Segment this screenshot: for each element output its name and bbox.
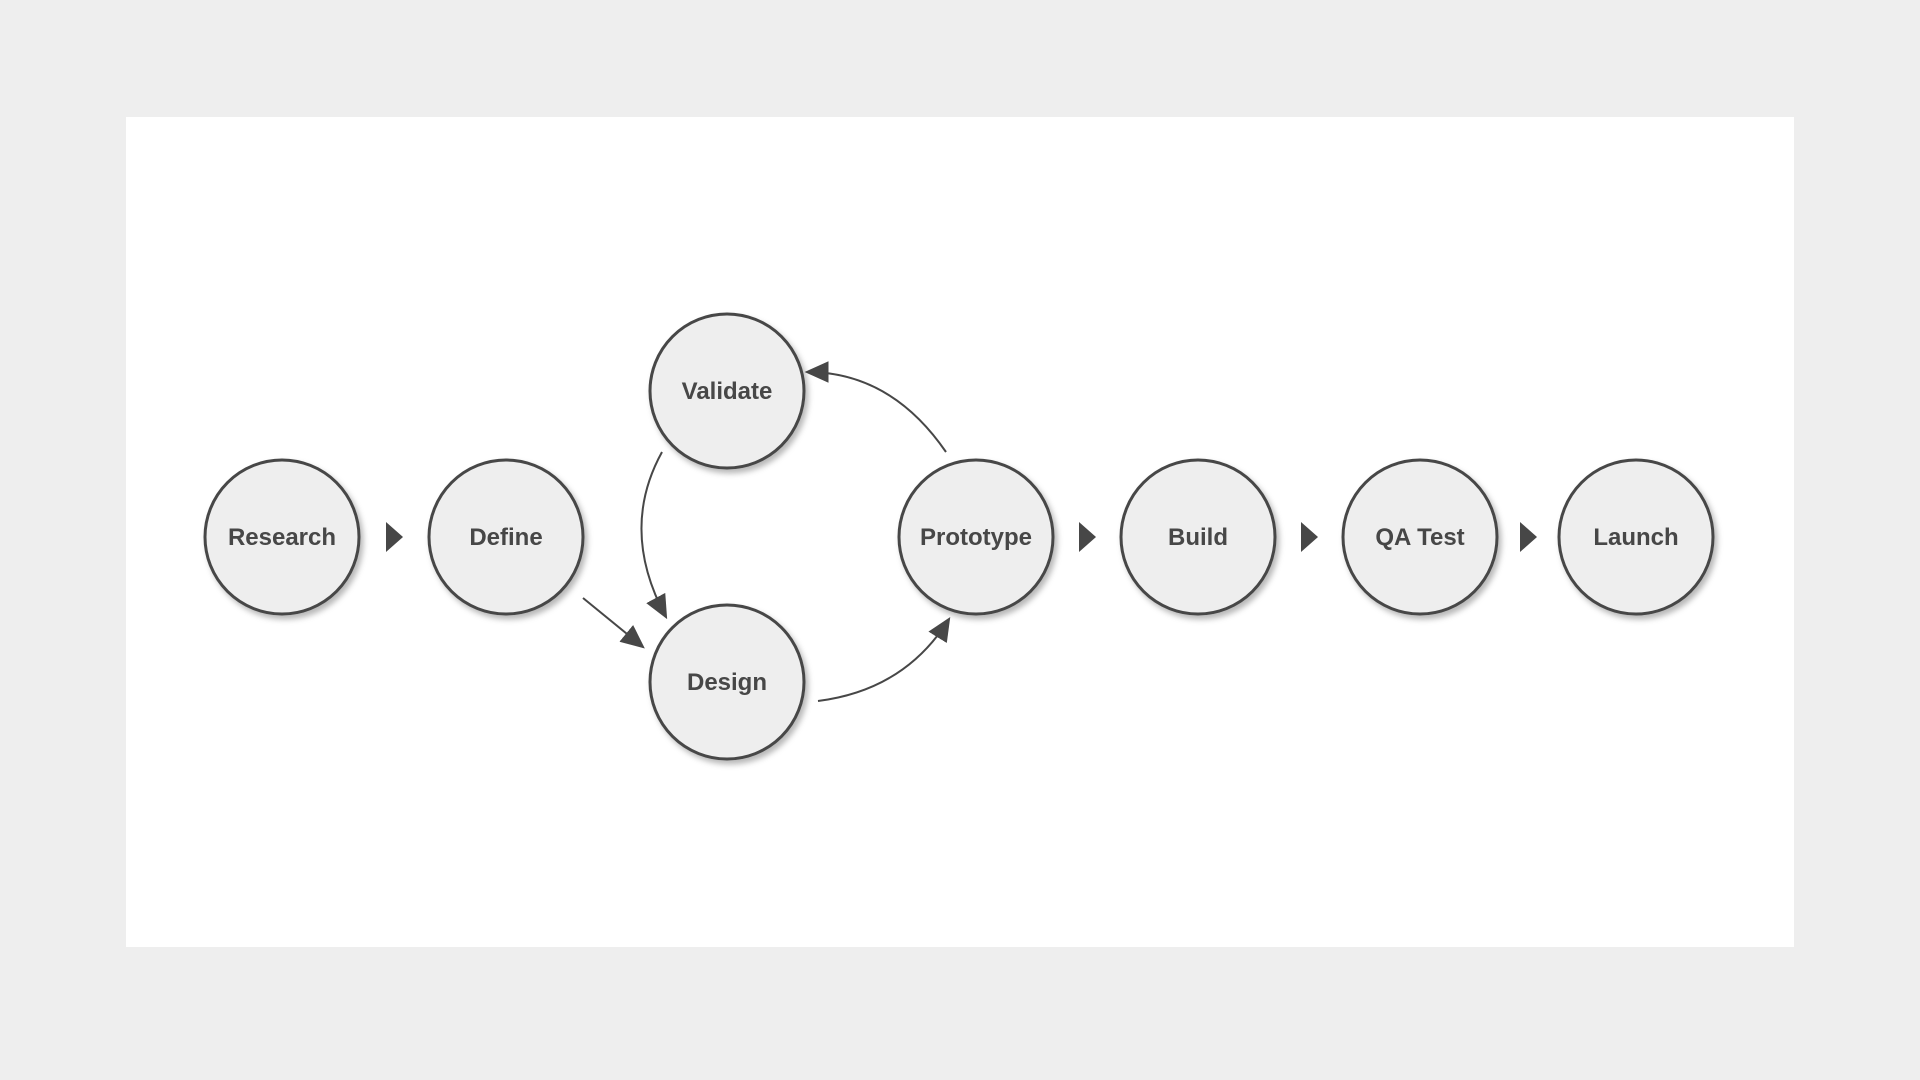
node-label-qa-test: QA Test: [1375, 524, 1464, 551]
connectors-layer: [386, 361, 1537, 702]
node-circle: [648, 603, 806, 761]
node-circle: [1557, 458, 1715, 616]
edge-prototype-to-build-chevron-icon: [1079, 522, 1096, 552]
node-label-research: Research: [228, 524, 336, 551]
edge-validate-to-design: [640, 451, 668, 620]
edge-design-to-prototype: [817, 616, 951, 702]
edge-qa-test-to-launch-chevron-icon: [1520, 522, 1537, 552]
node-label-launch: Launch: [1593, 524, 1678, 551]
node-circle: [648, 312, 806, 470]
edge-build-to-qa-test-chevron-icon: [1301, 522, 1318, 552]
node-label-design: Design: [687, 669, 767, 696]
node-launch[interactable]: Launch: [1557, 458, 1715, 616]
node-prototype[interactable]: Prototype: [897, 458, 1055, 616]
node-research[interactable]: Research: [203, 458, 361, 616]
edge-research-to-define-chevron-icon: [386, 522, 403, 552]
node-define[interactable]: Define: [427, 458, 585, 616]
node-qa-test[interactable]: QA Test: [1341, 458, 1499, 616]
node-design[interactable]: Design: [648, 603, 806, 761]
node-circle: [1341, 458, 1499, 616]
node-circle: [1119, 458, 1277, 616]
node-label-prototype: Prototype: [920, 524, 1032, 551]
node-label-build: Build: [1168, 524, 1228, 551]
node-circle: [897, 458, 1055, 616]
node-build[interactable]: Build: [1119, 458, 1277, 616]
edge-prototype-to-validate: [804, 361, 947, 453]
node-label-define: Define: [469, 524, 542, 551]
node-validate[interactable]: Validate: [648, 312, 806, 470]
node-circle: [203, 458, 361, 616]
edge-define-to-design: [582, 597, 645, 649]
node-label-validate: Validate: [682, 378, 773, 405]
node-circle: [427, 458, 585, 616]
